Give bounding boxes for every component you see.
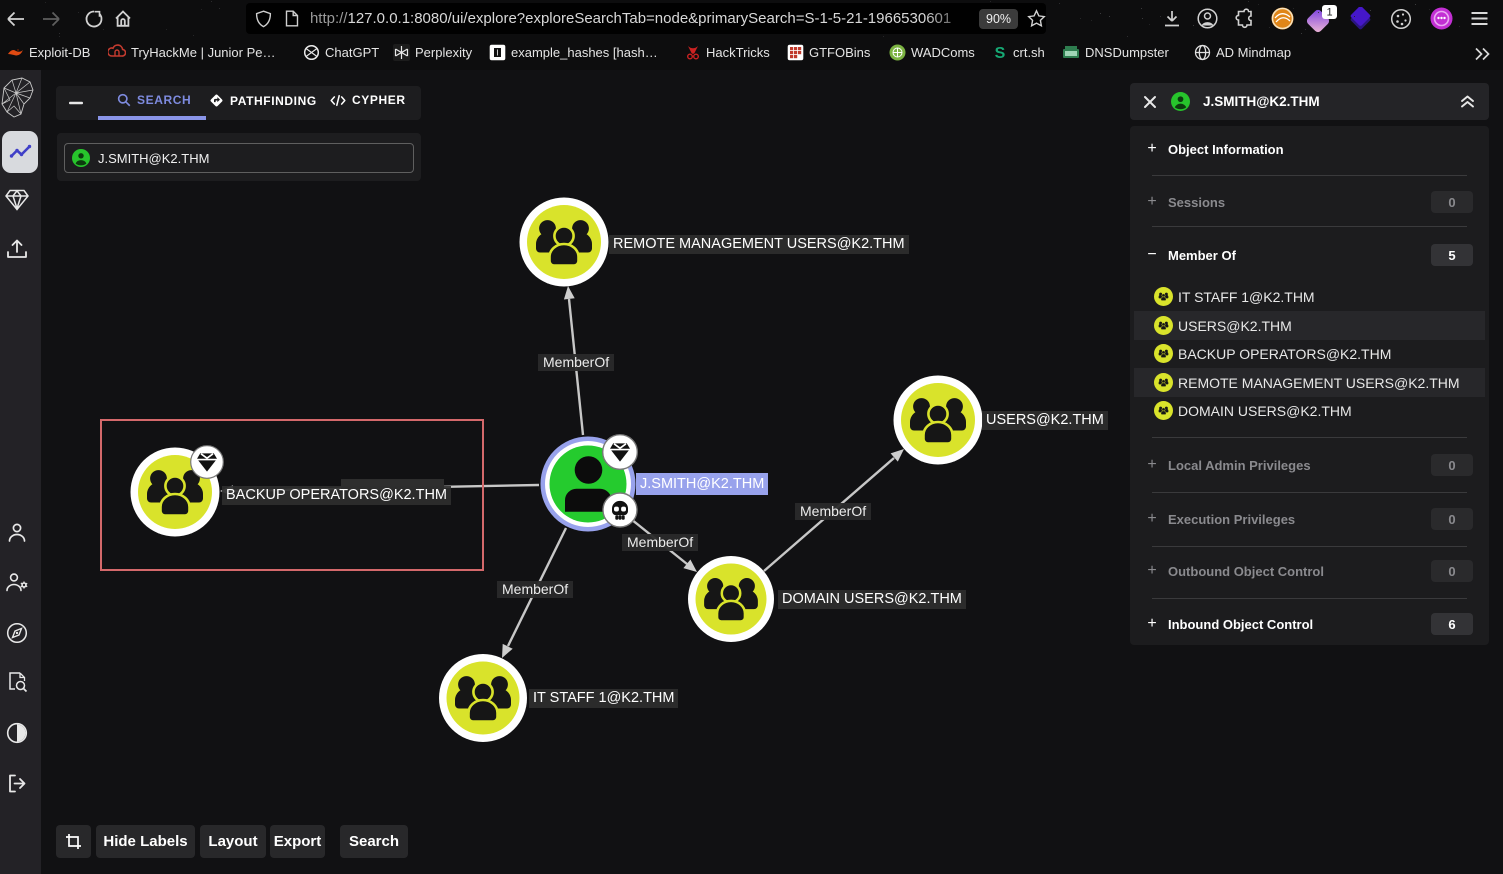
svg-text:S: S <box>995 45 1006 61</box>
svg-text:1: 1 <box>1326 7 1332 19</box>
svg-text:I: I <box>496 49 498 58</box>
